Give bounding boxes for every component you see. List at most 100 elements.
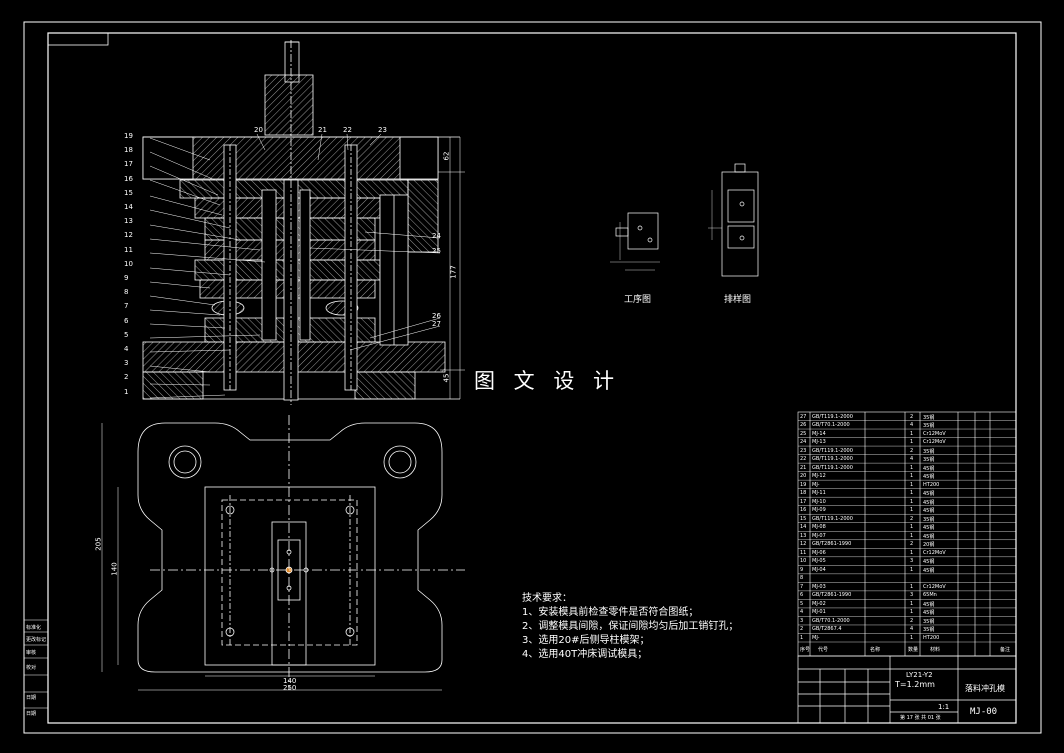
bom-cell-no: 17 xyxy=(800,498,807,505)
bom-cell-no: 21 xyxy=(800,464,807,471)
bom-cell-mat: 45钢 xyxy=(923,499,935,506)
bom-header-cell: 代号 xyxy=(818,647,829,653)
bom-cell-qty: 1 xyxy=(910,481,914,488)
bom-cell-mat: Cr12MoV xyxy=(923,549,946,556)
bom-cell-qty: 1 xyxy=(910,609,914,616)
balloon-label-right: 25 xyxy=(432,247,441,255)
balloon-label: 12 xyxy=(124,231,133,240)
balloon-label: 4 xyxy=(124,345,129,353)
bom-cell-qty: 1 xyxy=(910,490,914,497)
bom-cell-qty: 3 xyxy=(910,558,914,565)
balloon-label: 6 xyxy=(124,316,129,325)
bom-cell-code: GB/T119.1-2000 xyxy=(812,413,853,420)
title-sheet: 第 17 张 共 01 张 xyxy=(900,715,941,721)
process-view xyxy=(610,212,660,271)
bom-cell-qty: 1 xyxy=(910,464,914,471)
bom-cell-code: MJ-12 xyxy=(812,473,826,480)
bom-cell-no: 8 xyxy=(800,575,804,582)
tech-requirements: 技术要求： 1、安装模具前检查零件是否符合图纸； 2、调整模具间隙，保证间隙均匀… xyxy=(522,592,738,662)
bom-cell-qty: 4 xyxy=(910,422,914,429)
bom-cell-no: 2 xyxy=(800,626,804,633)
left-strip-label: 标准化 xyxy=(26,625,42,631)
tech-heading: 技术要求： xyxy=(522,593,572,604)
bom-cell-code: GB/T119.1-2000 xyxy=(812,456,853,463)
balloon-label: 2 xyxy=(124,373,129,382)
bom-cell-no: 10 xyxy=(800,558,807,565)
balloon-label: 15 xyxy=(124,188,133,197)
bom-cell-code: MJ-14 xyxy=(812,430,826,437)
balloon-label-right: 24 xyxy=(432,232,441,240)
bom-cell-mat: 45钢 xyxy=(923,465,935,472)
bom-cell-no: 6 xyxy=(800,592,804,599)
bom-header-cell: 材料 xyxy=(930,647,941,653)
balloon-label-right: 26 xyxy=(432,312,441,320)
balloon-label: 17 xyxy=(124,160,133,169)
bom-cell-mat: 35钢 xyxy=(923,516,935,523)
bom-cell-mat: 45钢 xyxy=(923,610,935,617)
bom-cell-code: MJ-02 xyxy=(812,600,826,607)
bom-header-cell: 备注 xyxy=(1000,647,1011,653)
bom-cell-code: MJ-05 xyxy=(812,558,826,565)
bom-cell-code: GB/T70.1-2000 xyxy=(812,617,850,624)
bom-cell-qty: 1 xyxy=(910,473,914,480)
bom-header-cell: 名称 xyxy=(870,647,881,653)
bom-cell-qty: 3 xyxy=(910,592,914,599)
balloon-label: 11 xyxy=(124,245,133,254)
bom-cell-qty: 1 xyxy=(910,549,914,556)
bom-cell-no: 15 xyxy=(800,515,807,522)
bom-cell-qty: 2 xyxy=(910,413,914,420)
balloon-label: 3 xyxy=(124,359,129,368)
bom-cell-no: 23 xyxy=(800,447,807,454)
title-spec: LY21-Y2 xyxy=(906,671,933,679)
dim-right-45: 45 xyxy=(442,373,451,383)
bom-cell-code: MJ-09 xyxy=(812,507,826,514)
bom-cell-mat: 20钢 xyxy=(923,542,935,549)
bom-cell-code: GB/T70.1-2000 xyxy=(812,422,850,429)
bom-cell-qty: 2 xyxy=(910,617,914,624)
bom-cell-mat: 45钢 xyxy=(923,474,935,481)
bom-cell-no: 18 xyxy=(800,490,807,497)
balloon-label-right: 27 xyxy=(432,320,441,328)
left-strip-label: 日期 xyxy=(26,695,37,701)
bom-cell-qty: 1 xyxy=(910,524,914,531)
bom-grid xyxy=(797,411,1017,657)
bom-cell-code: MJ-08 xyxy=(812,524,826,531)
watermark-text: 图 文 设 计 xyxy=(474,369,621,393)
balloon-label: 19 xyxy=(124,132,133,140)
tech-item-1: 1、安装模具前检查零件是否符合图纸； xyxy=(522,607,699,618)
bom-cell-no: 16 xyxy=(800,507,807,514)
tech-item-3: 3、选用20#后侧导柱模架； xyxy=(522,635,650,646)
bom-row-lines xyxy=(798,420,1016,643)
bom-cell-mat: 35钢 xyxy=(923,423,935,430)
bom-cell-qty: 1 xyxy=(910,583,914,590)
bom-cell-qty: 1 xyxy=(910,532,914,539)
bom-cell-mat: 65Mn xyxy=(923,592,937,599)
left-strip-label: 日期 xyxy=(26,711,37,717)
bom-cell-no: 25 xyxy=(800,430,807,437)
bom-cell-mat: 45钢 xyxy=(923,525,935,532)
left-strip-label: 审核 xyxy=(26,650,37,656)
title-block xyxy=(797,655,1017,724)
outer-border xyxy=(23,21,1042,734)
bom-cell-code: GB/T2867.4 xyxy=(812,626,842,633)
balloon-label: 10 xyxy=(124,259,133,268)
bom-cell-mat: 45钢 xyxy=(923,533,935,540)
bom-cell-code: MJ-06 xyxy=(812,549,826,556)
bom-cell-code: GB/T2861-1990 xyxy=(812,592,852,599)
bom-cell-mat: 45钢 xyxy=(923,601,935,608)
bom-header-cell: 数量 xyxy=(908,647,919,653)
title-thickness: T=1.2mm xyxy=(895,680,935,689)
balloon-label: 8 xyxy=(124,288,129,297)
process-view-label: 工序图 xyxy=(624,295,652,305)
bom-cell-no: 3 xyxy=(800,617,804,624)
bom-cell-no: 12 xyxy=(800,541,807,548)
balloon-label: 1 xyxy=(124,387,129,396)
plan-view xyxy=(101,415,465,691)
bom-cell-qty: 4 xyxy=(910,456,914,463)
balloon-label-top: 23 xyxy=(378,126,387,134)
bom-cell-qty: 4 xyxy=(910,626,914,633)
bom-cell-code: GB/T119.1-2000 xyxy=(812,447,853,454)
bom-cell-code: MJ-13 xyxy=(812,439,826,446)
bom-cell-no: 1 xyxy=(800,634,804,641)
bom-cell-code: MJ-11 xyxy=(812,490,826,497)
